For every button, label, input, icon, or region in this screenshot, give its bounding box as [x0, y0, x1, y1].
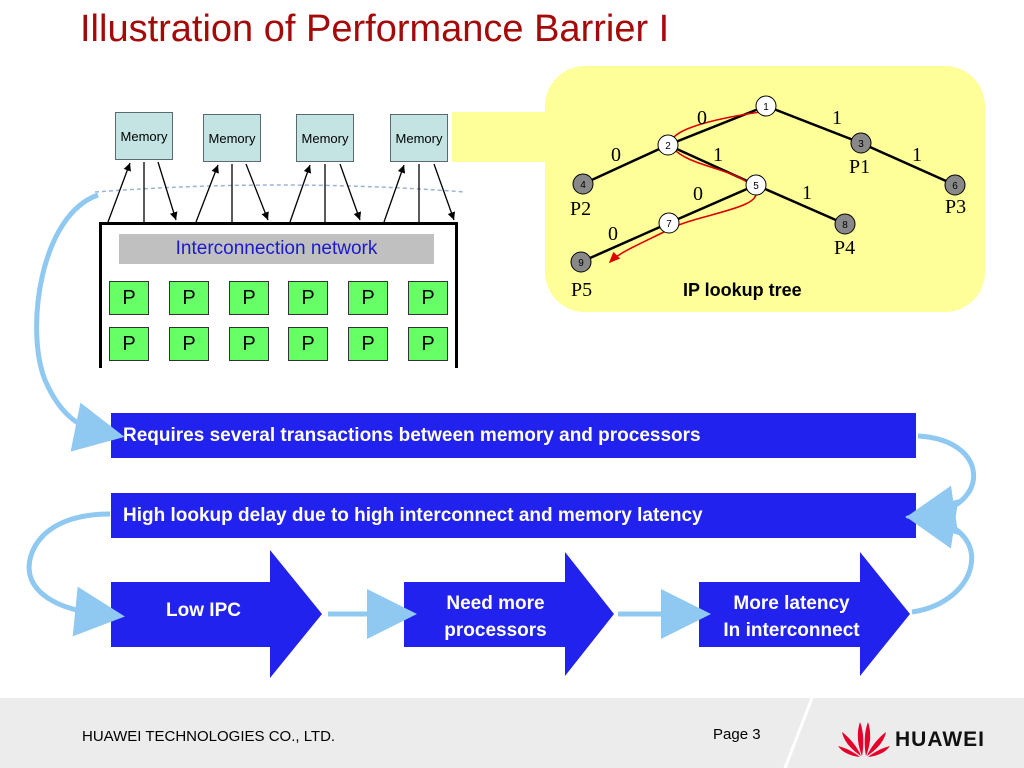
tree-node-label-8: 8 [842, 220, 848, 231]
loop-connector-left-top [34, 192, 125, 452]
loop-connector-right-bottom [905, 499, 974, 615]
processor-r1-5: P [348, 281, 388, 315]
processor-r2-4: P [288, 327, 328, 361]
tree-caption: IP lookup tree [683, 280, 802, 300]
processor-r2-1: P [109, 327, 149, 361]
tree-edge-5-7 [668, 183, 757, 225]
tree-node-label-2: 2 [665, 141, 671, 152]
processor-r1-1: P [109, 281, 149, 315]
tree-node-label-1: 1 [763, 102, 769, 113]
flow-step-more-latency: More latency In interconnect [699, 590, 884, 644]
footer-company: HUAWEI TECHNOLOGIES CO., LTD. [82, 728, 336, 745]
processor-r1-2: P [169, 281, 209, 315]
tree-node-label-7: 7 [666, 219, 672, 230]
flow-step-low-ipc: Low IPC [121, 600, 286, 622]
edge-label-1-3: 1 [832, 107, 842, 129]
prefix-p1: P1 [849, 156, 870, 178]
memory-block-4: Memory [390, 114, 448, 162]
processor-r2-2: P [169, 327, 209, 361]
edge-label-3-6: 1 [912, 144, 922, 166]
flow-step-2-line2: processors [444, 620, 547, 641]
memory-block-3: Memory [296, 114, 354, 162]
edge-label-1-2: 0 [697, 107, 707, 129]
flow-step-2-line1: Need more [446, 593, 545, 614]
tree-node-6 [944, 174, 966, 196]
edge-label-2-5: 1 [713, 144, 723, 166]
tree-node-8 [834, 213, 856, 235]
tree-edge-1-3 [765, 104, 862, 145]
tree-node-7 [658, 212, 680, 234]
flow-arrow-need-processors [404, 552, 614, 676]
multiprocessor-frame [99, 222, 458, 368]
tree-node-5 [745, 174, 767, 196]
tree-node-label-3: 3 [858, 139, 864, 150]
tree-edge-7-9 [580, 221, 670, 264]
processor-r2-5: P [348, 327, 388, 361]
tree-node-label-4: 4 [580, 180, 586, 191]
flow-arrow-more-latency [699, 552, 910, 676]
huawei-wordmark: HUAWEI [895, 728, 985, 751]
prefix-p4: P4 [834, 237, 855, 259]
processor-r1-6: P [408, 281, 448, 315]
footer-band [0, 698, 1024, 768]
flow-step-1-line1: Low IPC [166, 600, 241, 621]
prefix-p2: P2 [570, 198, 591, 220]
interconnection-network-label: Interconnection network [119, 234, 434, 264]
tree-node-1 [755, 95, 777, 117]
edge-label-2-4: 0 [611, 144, 621, 166]
processor-r2-6: P [408, 327, 448, 361]
processor-r2-3: P [229, 327, 269, 361]
memory-block-2: Memory [203, 114, 261, 162]
tree-node-9 [570, 251, 592, 273]
page-number: Page 3 [713, 726, 761, 743]
tree-node-label-6: 6 [952, 181, 958, 192]
memory-block-1: Memory [115, 112, 173, 160]
edge-label-5-8: 1 [802, 182, 812, 204]
flow-step-3-line1: More latency [733, 593, 850, 614]
statement-lookup-delay: High lookup delay due to high interconne… [111, 493, 916, 538]
processor-r1-4: P [288, 281, 328, 315]
tree-node-2 [657, 134, 679, 156]
tree-edge-5-8 [755, 183, 846, 226]
edge-label-7-9: 0 [608, 223, 618, 245]
tree-node-label-5: 5 [753, 181, 759, 192]
flow-arrow-low-ipc [111, 550, 322, 678]
prefix-p5: P5 [571, 279, 592, 301]
loop-connector-left-bottom [26, 511, 125, 637]
flow-step-need-processors: Need more processors [404, 590, 587, 644]
tree-edge-1-2 [667, 104, 767, 147]
statement-transactions: Requires several transactions between me… [111, 413, 916, 458]
tree-node-label-9: 9 [578, 258, 584, 269]
tree-node-3 [850, 132, 872, 154]
huawei-logo-icon [838, 722, 890, 757]
tree-edge-3-6 [860, 141, 956, 187]
tree-edge-2-4 [582, 143, 669, 186]
processor-r1-3: P [229, 281, 269, 315]
tree-node-4 [572, 173, 594, 195]
flow-step-3-line2: In interconnect [723, 620, 860, 641]
edge-label-5-7: 0 [693, 183, 703, 205]
slide-title: Illustration of Performance Barrier I [80, 8, 670, 50]
prefix-p3: P3 [945, 196, 966, 218]
